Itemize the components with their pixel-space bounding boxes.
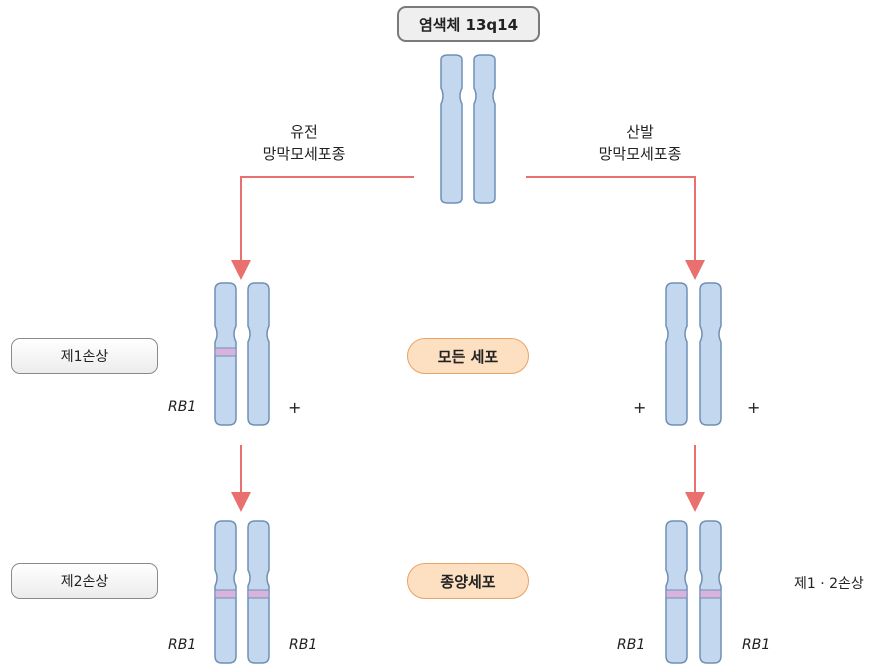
sporadic-label: 산발 망막모세포종 [580, 121, 700, 165]
hereditary-line1: 유전 [290, 123, 318, 141]
mutation-band [665, 589, 688, 599]
second-hit-box: 제2손상 [11, 563, 158, 599]
mutation-band [214, 347, 237, 357]
wildtype-plus: + [288, 398, 302, 417]
sporadic-line1: 산발 [626, 123, 654, 141]
sporadic-arrow [526, 176, 705, 280]
gene-label: RB1 [168, 637, 197, 653]
chromosome [473, 54, 496, 204]
left-middle-chromosome-pair [214, 282, 270, 426]
first-hit-box: 제1손상 [11, 338, 158, 374]
wildtype-plus: + [633, 398, 647, 417]
chromosome [247, 282, 270, 426]
both-hits-label: 제1 · 2손상 [794, 576, 864, 592]
title-box: 염색체 13q14 [397, 6, 540, 42]
gene-label: RB1 [742, 637, 771, 653]
first-hit-label: 제1손상 [60, 349, 109, 365]
hereditary-label: 유전 망막모세포종 [244, 121, 364, 165]
gene-label: RB1 [617, 637, 646, 653]
mutation-band [247, 589, 270, 599]
right-bottom-chromosome-pair [665, 520, 722, 664]
title-text: 염색체 13q14 [418, 15, 519, 34]
hereditary-line2: 망막모세포종 [262, 145, 346, 163]
top-chromosome-pair [440, 54, 496, 204]
mutation-band [214, 589, 237, 599]
all-cells-label: 모든 세포 [437, 347, 499, 366]
sporadic-line2: 망막모세포종 [598, 145, 682, 163]
mutation-band [699, 589, 722, 599]
gene-label: RB1 [289, 637, 318, 653]
chromosome [440, 54, 463, 204]
chromosome [665, 282, 688, 426]
chromosome [699, 282, 722, 426]
wildtype-plus: + [747, 398, 761, 417]
right-middle-chromosome-pair [665, 282, 722, 426]
left-bottom-chromosome-pair [214, 520, 270, 664]
tumor-cells-label: 종양세포 [440, 572, 496, 591]
second-hit-label: 제2손상 [60, 574, 109, 590]
gene-label: RB1 [168, 399, 197, 415]
all-cells-pill: 모든 세포 [407, 338, 529, 374]
hereditary-arrow [231, 176, 414, 280]
tumor-cells-pill: 종양세포 [407, 563, 529, 599]
